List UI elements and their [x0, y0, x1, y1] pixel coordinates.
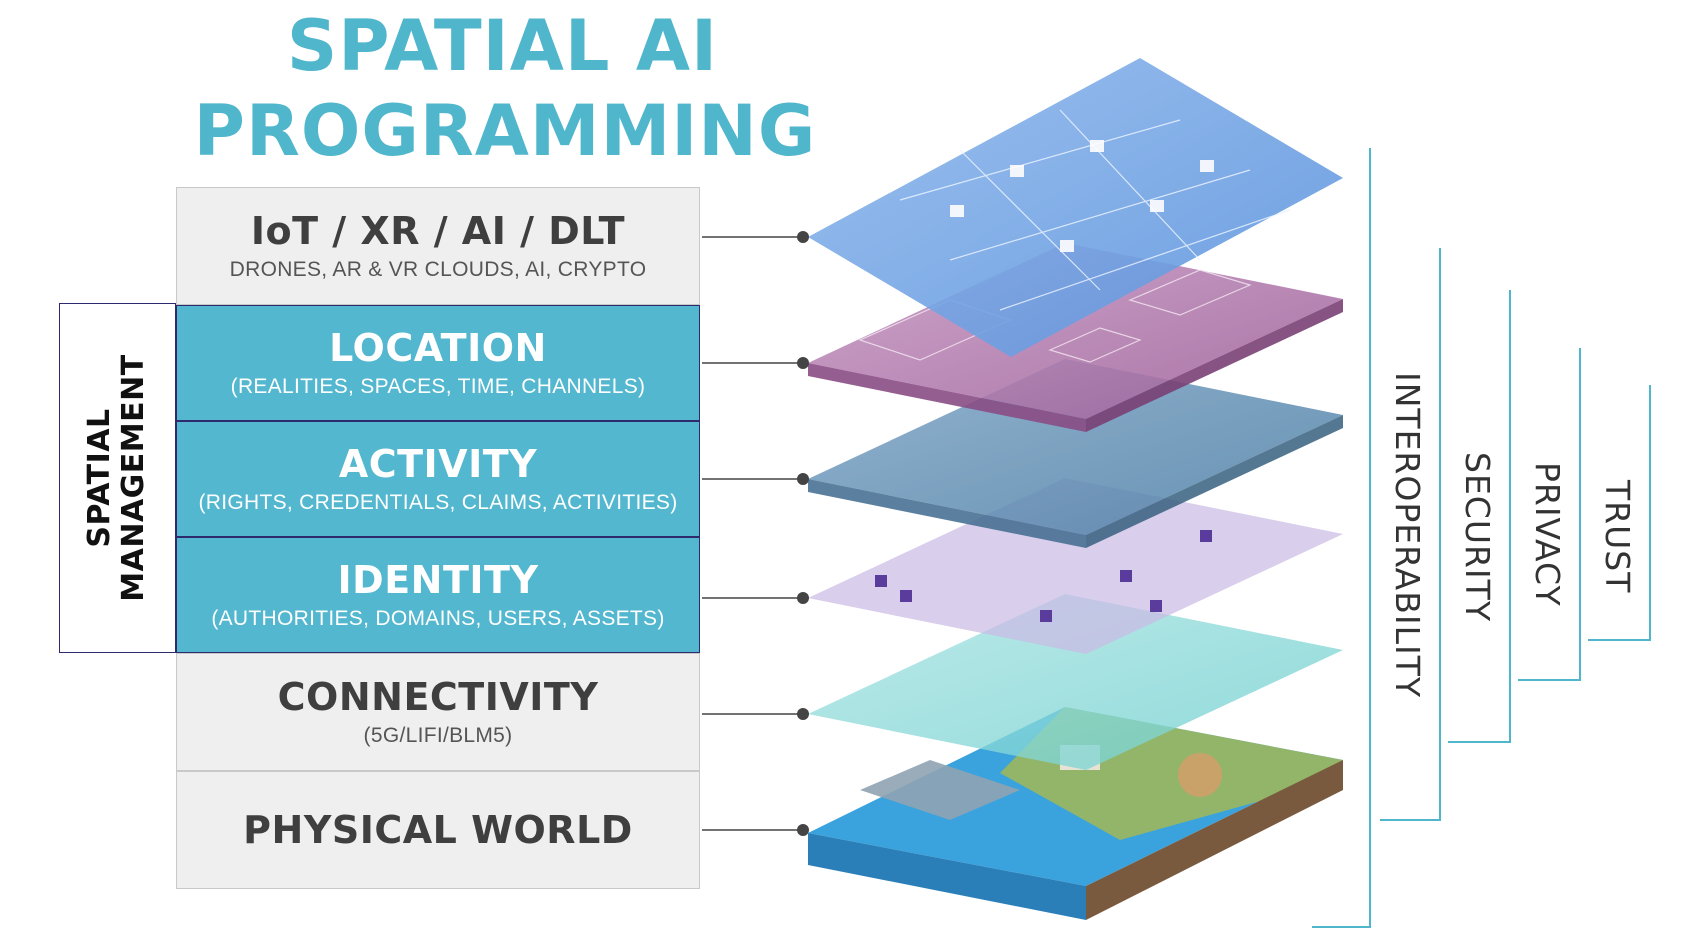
bracket-privacy [1448, 290, 1511, 743]
layer-location: LOCATION (REALITIES, SPACES, TIME, CHANN… [176, 305, 700, 421]
connectivity-plane [808, 594, 1343, 770]
pillar-interoperability: INTEROPERABILITY [1388, 372, 1427, 699]
bracket-interoperability [1312, 148, 1371, 928]
layer-location-name: LOCATION [329, 326, 547, 370]
iot-device-icons [950, 140, 1214, 252]
layer-identity: IDENTITY (AUTHORITIES, DOMAINS, USERS, A… [176, 537, 700, 653]
layer-iot-sub: DRONES, AR & VR CLOUDS, AI, CRYPTO [229, 258, 647, 281]
title-line-1: SPATIAL AI [286, 5, 719, 87]
layer-iot-name: IoT / XR / AI / DLT [250, 209, 626, 253]
pillar-trust: TRUST [1598, 480, 1637, 594]
identity-figures [875, 530, 1212, 622]
bracket-privacy-trust [1518, 348, 1581, 681]
layer-connectivity-name: CONNECTIVITY [277, 675, 599, 719]
pillar-privacy: PRIVACY [1528, 462, 1567, 607]
activity-plane [808, 359, 1343, 535]
iot-network-lines [899, 109, 1291, 311]
layer-activity: ACTIVITY (RIGHTS, CREDENTIALS, CLAIMS, A… [176, 421, 700, 537]
layer-physical-world-name: PHYSICAL WORLD [243, 808, 633, 852]
location-plane [808, 243, 1343, 419]
layer-identity-name: IDENTITY [337, 558, 539, 602]
connector-lines [702, 236, 803, 831]
pillar-security: SECURITY [1458, 452, 1497, 622]
bracket-security [1380, 248, 1441, 821]
iot-plane [808, 58, 1343, 357]
identity-plane [808, 478, 1343, 654]
layer-identity-sub: (AUTHORITIES, DOMAINS, USERS, ASSETS) [211, 607, 665, 630]
layer-activity-name: ACTIVITY [338, 442, 538, 486]
title-line-2: PROGRAMMING [193, 90, 817, 172]
layer-location-sub: (REALITIES, SPACES, TIME, CHANNELS) [230, 375, 646, 398]
pillar-brackets [1312, 148, 1651, 928]
layer-activity-sub: (RIGHTS, CREDENTIALS, CLAIMS, ACTIVITIES… [198, 491, 678, 514]
layer-physical-world: PHYSICAL WORLD [176, 771, 700, 889]
spatial-management-box [59, 303, 176, 653]
bracket-trust [1588, 385, 1651, 641]
layer-connectivity: CONNECTIVITY (5G/LIFI/BLM5) [176, 653, 700, 771]
connector-dots [797, 231, 809, 836]
layer-connectivity-sub: (5G/LIFI/BLM5) [363, 724, 513, 747]
layer-iot: IoT / XR / AI / DLT DRONES, AR & VR CLOU… [176, 187, 700, 305]
